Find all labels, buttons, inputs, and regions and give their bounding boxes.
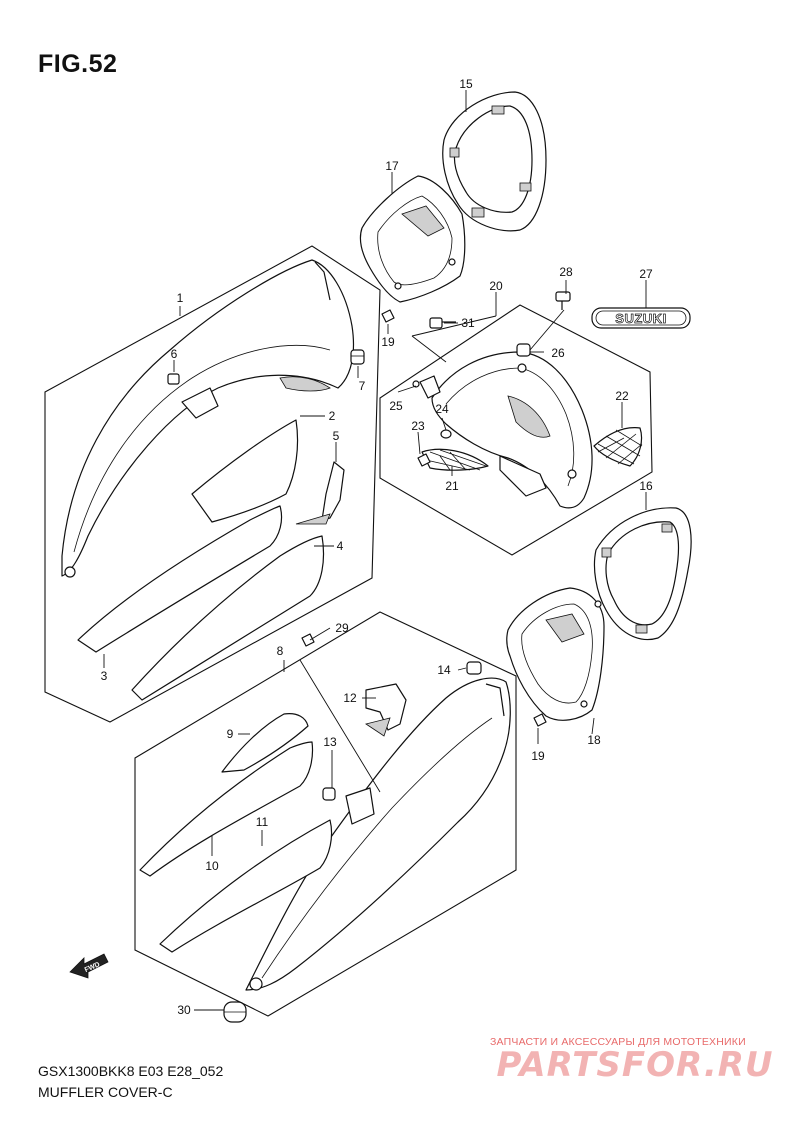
part-19-screw-lower (533, 713, 547, 727)
fwd-arrow-icon (69, 953, 109, 979)
part-26-grommet (516, 343, 531, 357)
part-4-gasket (131, 535, 325, 701)
callout-numbers: 1 6 7 2 5 4 3 15 17 19 31 20 28 27 26 22… (101, 77, 653, 1017)
callout-4: 4 (337, 539, 344, 553)
callout-15: 15 (459, 77, 473, 91)
callout-31: 31 (461, 316, 475, 330)
part-17-shield-bracket (359, 175, 466, 303)
part-15-heat-shield (442, 91, 547, 232)
callout-14: 14 (437, 663, 451, 677)
callout-2: 2 (329, 409, 336, 423)
callout-21: 21 (445, 479, 459, 493)
part-14-grommet (466, 661, 482, 675)
part-29-screw (301, 633, 315, 647)
figure-title: FIG.52 (38, 50, 118, 78)
part-18-shield-bracket (506, 587, 605, 721)
callout-20: 20 (489, 279, 503, 293)
watermark-logo: PARTSFOR.RU (496, 1045, 773, 1085)
callout-13: 13 (323, 735, 337, 749)
part-10-gasket (139, 741, 314, 877)
part-9-gasket (221, 713, 309, 773)
part-23-screw (417, 453, 431, 467)
watermark-caption: ЗАПЧАСТИ И АКСЕССУАРЫ ДЛЯ МОТОТЕХНИКИ (490, 1036, 746, 1048)
part-31-bolt (429, 317, 456, 329)
callout-1: 1 (177, 291, 184, 305)
part-6-nut (167, 373, 180, 385)
model-code: GSX1300BKK8 E03 E28_052 (38, 1063, 224, 1079)
part-3-lower-gasket (77, 505, 283, 653)
callout-10: 10 (205, 859, 219, 873)
callout-3: 3 (101, 669, 108, 683)
part-28-bolt (555, 291, 571, 310)
callout-7: 7 (359, 379, 366, 393)
callout-26: 26 (551, 346, 565, 360)
part-21-mesh (421, 448, 489, 471)
part-8-muffler-cover-lower (245, 677, 511, 991)
callout-24: 24 (435, 402, 449, 416)
upper-left-group-frame (44, 245, 381, 723)
callout-5: 5 (333, 429, 340, 443)
emblem-text: SUZUKI (615, 311, 666, 326)
leader-lines (103, 90, 647, 1011)
part-22-mesh (593, 427, 643, 467)
callout-30: 30 (177, 1003, 191, 1017)
callout-27: 27 (639, 267, 653, 281)
part-25-grommet (412, 380, 420, 388)
part-12-bracket (365, 683, 407, 737)
section-title: MUFFLER COVER-C (38, 1084, 173, 1100)
callout-23: 23 (411, 419, 425, 433)
callout-9: 9 (227, 727, 234, 741)
part-20-muffler-cover-shell (419, 351, 593, 509)
callout-17: 17 (385, 159, 399, 173)
part-30-grommet (223, 1001, 247, 1023)
part-5-bracket (295, 461, 345, 525)
part-11-gasket (159, 819, 333, 953)
callout-6: 6 (171, 347, 178, 361)
callout-19b: 19 (531, 749, 545, 763)
callout-19a: 19 (381, 335, 395, 349)
right-group-frame (379, 304, 653, 556)
callout-11: 11 (256, 815, 269, 829)
callout-16: 16 (639, 479, 653, 493)
callout-25: 25 (389, 399, 403, 413)
callout-29: 29 (335, 621, 349, 635)
callout-12: 12 (343, 691, 357, 705)
part-16-heat-shield (593, 507, 692, 641)
callout-18: 18 (587, 733, 601, 747)
callout-22: 22 (615, 389, 629, 403)
callout-28: 28 (559, 265, 573, 279)
part-27-emblem (591, 307, 691, 329)
part-2-gasket (191, 419, 299, 523)
lower-group-frame (134, 611, 517, 1017)
part-7-grommet (350, 349, 365, 365)
part-1-muffler-cover-upper (61, 259, 355, 578)
callout-8: 8 (277, 644, 284, 658)
part-13-grommet (322, 787, 336, 801)
part-24-nut (440, 429, 452, 439)
part-19-screw-upper (381, 309, 395, 323)
